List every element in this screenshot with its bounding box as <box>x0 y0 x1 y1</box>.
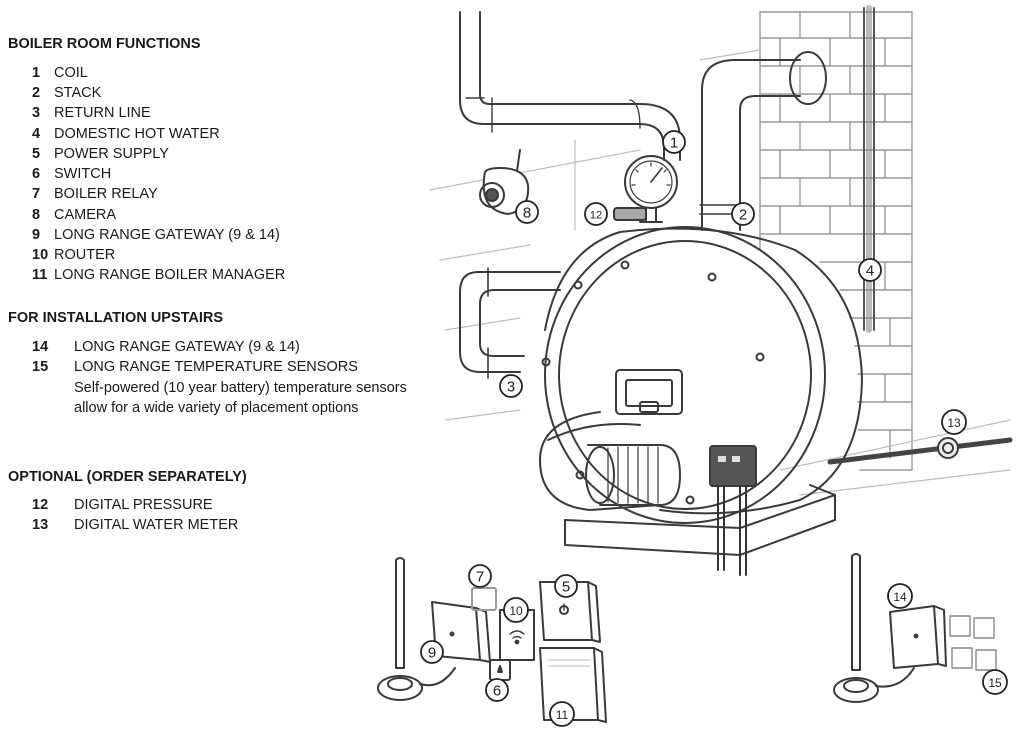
callout-1: 1 <box>662 130 686 154</box>
boiler-control-box <box>709 445 757 576</box>
callout-7: 7 <box>468 564 492 588</box>
brick-wall <box>759 11 913 471</box>
svg-text:7: 7 <box>476 569 484 586</box>
section-title-upstairs: FOR INSTALLATION UPSTAIRS <box>8 310 224 326</box>
svg-text:5: 5 <box>562 579 570 596</box>
svg-text:8: 8 <box>523 205 531 222</box>
coil-pipe <box>459 11 681 161</box>
camera <box>479 149 530 215</box>
callout-2: 2 <box>731 202 755 226</box>
callout-9: 9 <box>420 640 444 664</box>
callout-15: 15 <box>982 669 1008 695</box>
svg-text:12: 12 <box>590 210 602 222</box>
callouts: 1 2 3 4 5 6 7 8 9 10 11 12 13 14 15 <box>420 130 1008 727</box>
svg-text:2: 2 <box>739 207 747 224</box>
burner <box>539 369 683 511</box>
room-lines <box>429 49 1011 496</box>
callout-11: 11 <box>549 701 575 727</box>
stack-pipe <box>699 51 827 231</box>
svg-text:11: 11 <box>556 708 569 722</box>
callout-3: 3 <box>499 374 523 398</box>
svg-text:3: 3 <box>507 379 515 396</box>
return-line-pipe <box>459 267 561 379</box>
gateway-right <box>833 553 947 703</box>
boiler-diagram: 1 2 3 4 5 6 7 8 9 10 11 12 13 14 15 <box>377 5 1013 727</box>
boiler-body <box>541 226 863 524</box>
relay-box <box>471 587 497 611</box>
svg-text:10: 10 <box>509 604 523 618</box>
gateway-left <box>377 557 491 701</box>
svg-text:6: 6 <box>493 683 501 700</box>
callout-12: 12 <box>584 202 608 226</box>
digital-pressure-sensor <box>613 207 647 221</box>
switch-box <box>489 659 511 681</box>
callout-6: 6 <box>485 678 509 702</box>
svg-text:13: 13 <box>947 416 961 430</box>
temperature-sensors <box>949 615 997 671</box>
svg-text:14: 14 <box>893 590 907 604</box>
callout-8: 8 <box>515 200 539 224</box>
callout-4: 4 <box>858 258 882 282</box>
svg-text:4: 4 <box>866 263 874 280</box>
svg-text:15: 15 <box>988 676 1002 690</box>
callout-14: 14 <box>887 583 913 609</box>
callout-5: 5 <box>554 574 578 598</box>
section-title-optional: OPTIONAL (ORDER SEPARATELY) <box>8 469 247 485</box>
boiler-base <box>564 484 836 556</box>
svg-text:1: 1 <box>670 135 678 152</box>
sensor-note: Self-powered (10 year battery) temperatu… <box>74 380 407 416</box>
water-meter <box>827 437 1013 465</box>
callout-13: 13 <box>941 409 967 435</box>
callout-10: 10 <box>503 597 529 623</box>
boiler-manager-box <box>539 647 607 723</box>
section-title-boiler-room: BOILER ROOM FUNCTIONS <box>8 36 201 52</box>
svg-text:9: 9 <box>428 645 436 662</box>
